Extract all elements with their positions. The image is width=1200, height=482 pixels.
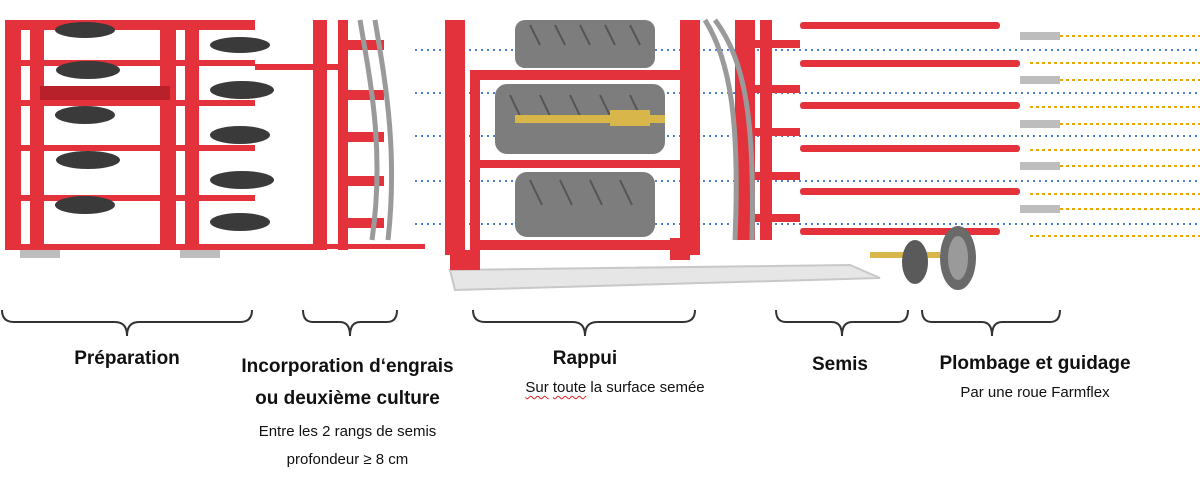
coulter-tips <box>1020 32 1060 213</box>
plombage-title: Plombage et guidage <box>939 353 1131 374</box>
rappui-title: Rappui <box>552 348 618 369</box>
brace-incorporation <box>302 309 398 337</box>
preparation-discs <box>55 22 274 231</box>
rappui-subtitle-word: toute <box>552 379 587 396</box>
rappui-subtitle-prefix: Sur <box>525 379 549 396</box>
rappui-frame <box>445 20 700 255</box>
brace-plombage <box>921 309 1061 337</box>
incorporation-subtitle-line1: Entre les 2 rangs de semis <box>258 423 437 440</box>
seeding-coulters <box>800 22 1020 235</box>
semis-frame <box>702 18 800 241</box>
rappui-subtitle-rest: la surface semée <box>586 379 705 396</box>
incorporation-subtitle-line2: profondeur ≥ 8 cm <box>286 451 409 468</box>
tyre-tread <box>509 24 643 206</box>
seed-row-guide-lines <box>415 49 1200 225</box>
seed-drill-illustration <box>5 18 1200 292</box>
farmflex-wheel <box>870 226 976 290</box>
brace-rappui <box>472 309 696 337</box>
rappui-support-roller <box>448 238 881 292</box>
semis-title: Semis <box>812 354 868 375</box>
incorporation-frame <box>255 19 425 250</box>
rappui-subtitle: Sur toute la surface semée <box>480 374 750 402</box>
rappui-tyres <box>495 20 665 237</box>
orange-row-guide-lines <box>1030 35 1200 237</box>
brace-preparation <box>1 309 253 337</box>
preparation-frame <box>5 20 315 258</box>
section-braces <box>1 309 1061 337</box>
rappui-axle <box>515 110 665 126</box>
preparation-title: Préparation <box>74 348 180 369</box>
incorporation-title-line1: Incorporation d‘engrais <box>241 356 454 377</box>
incorporation-title-line2: ou deuxième culture <box>255 388 440 409</box>
plombage-subtitle: Par une roue Farmflex <box>960 384 1110 401</box>
brace-semis <box>775 309 909 337</box>
